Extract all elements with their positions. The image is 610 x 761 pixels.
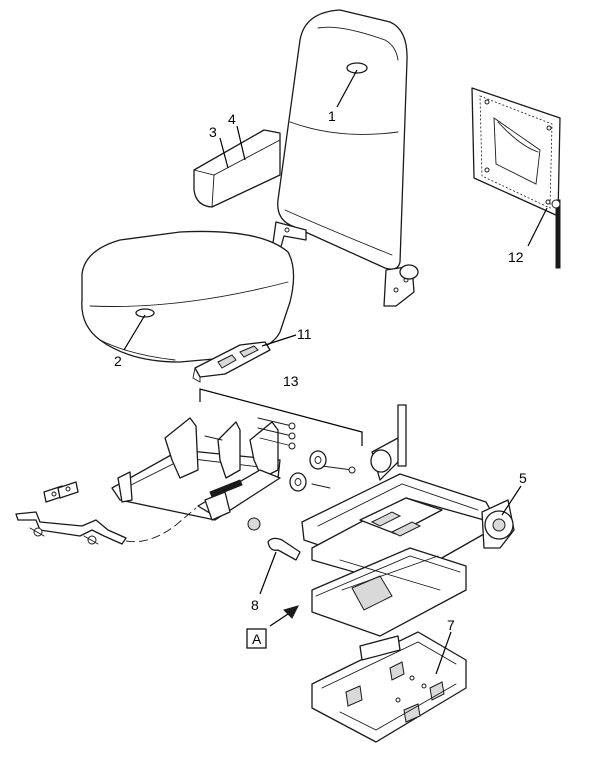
- mounting-base: [311, 631, 467, 743]
- seat-back: [271, 9, 419, 307]
- washer-group: [289, 450, 327, 492]
- callout-8: 8: [251, 597, 259, 613]
- suspension-base: [267, 404, 515, 637]
- leader-3: [219, 137, 229, 169]
- callout-4: 4: [228, 111, 236, 127]
- callout-2: 2: [114, 353, 122, 369]
- leader-4: [236, 125, 246, 161]
- seat-cushion: [81, 230, 295, 363]
- release-rod: [15, 507, 197, 545]
- leader-5: [501, 485, 522, 516]
- callout-12: 12: [508, 249, 524, 265]
- view-label-box: A: [246, 628, 267, 649]
- seat-slide-frame: [111, 417, 356, 531]
- view-label: A: [252, 631, 262, 647]
- callout-11: 11: [297, 326, 312, 342]
- leader-7: [435, 631, 452, 675]
- callout-7: 7: [447, 617, 455, 633]
- callout-1: 1: [328, 108, 336, 124]
- leader-1: [336, 69, 358, 108]
- leader-8: [259, 551, 277, 595]
- hardware-clips: [43, 481, 79, 503]
- back-panel: [471, 87, 561, 269]
- armrest: [193, 129, 281, 208]
- seat-belt-buckle: [192, 341, 271, 383]
- callout-5: 5: [519, 470, 527, 486]
- bolt-group: [204, 417, 356, 489]
- callout-3: 3: [209, 124, 217, 140]
- leader-12: [527, 207, 548, 247]
- leader-11: [261, 334, 297, 347]
- callout-13: 13: [283, 373, 299, 389]
- leader-2: [123, 314, 146, 351]
- view-arrow: [269, 605, 299, 627]
